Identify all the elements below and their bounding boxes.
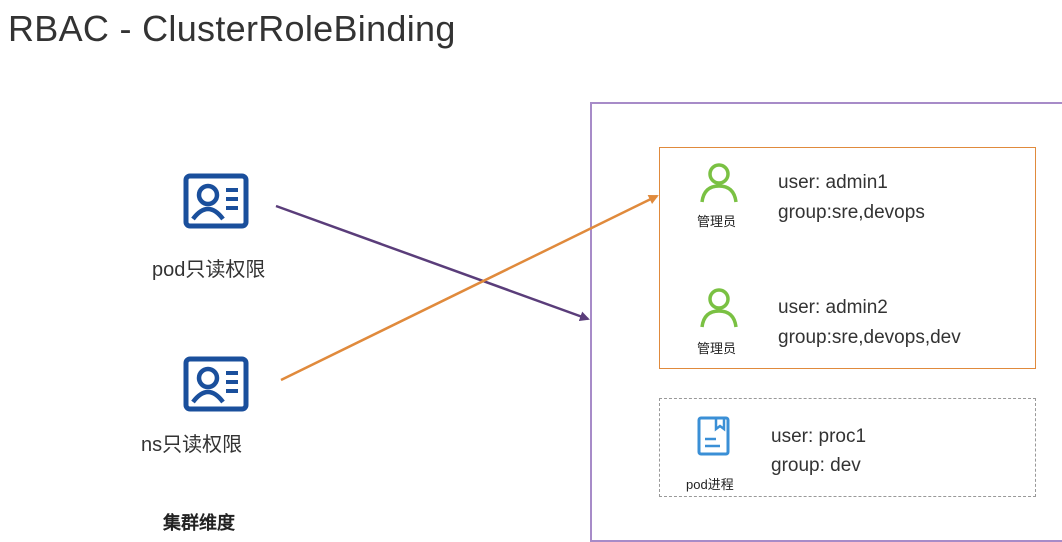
user-icon bbox=[700, 163, 738, 203]
user-icon bbox=[700, 288, 738, 328]
scope-label: 集群维度 bbox=[163, 513, 235, 533]
pod-permission-label: pod只读权限 bbox=[152, 259, 266, 281]
document-icon bbox=[697, 416, 730, 456]
admin2-group: group:sre,devops,dev bbox=[778, 327, 961, 348]
admin1-group: group:sre,devops bbox=[778, 202, 925, 223]
admin1-user: user: admin1 bbox=[778, 172, 888, 193]
page-title: RBAC - ClusterRoleBinding bbox=[8, 8, 456, 49]
admin2-role-caption: 管理员 bbox=[697, 341, 737, 356]
process-user: user: proc1 bbox=[771, 426, 867, 447]
admin2-user: user: admin2 bbox=[778, 297, 888, 318]
ns-permission-icon bbox=[183, 356, 249, 412]
pod-permission-binding-arrow bbox=[275, 204, 590, 321]
admin-subjects-group bbox=[659, 147, 1036, 369]
pod-permission-icon bbox=[183, 173, 249, 229]
process-role-caption: pod进程 bbox=[686, 477, 734, 492]
ns-permission-label: ns只读权限 bbox=[141, 434, 243, 456]
process-group: group: dev bbox=[771, 455, 861, 476]
admin1-role-caption: 管理员 bbox=[697, 214, 737, 229]
process-subject-group bbox=[659, 398, 1036, 497]
